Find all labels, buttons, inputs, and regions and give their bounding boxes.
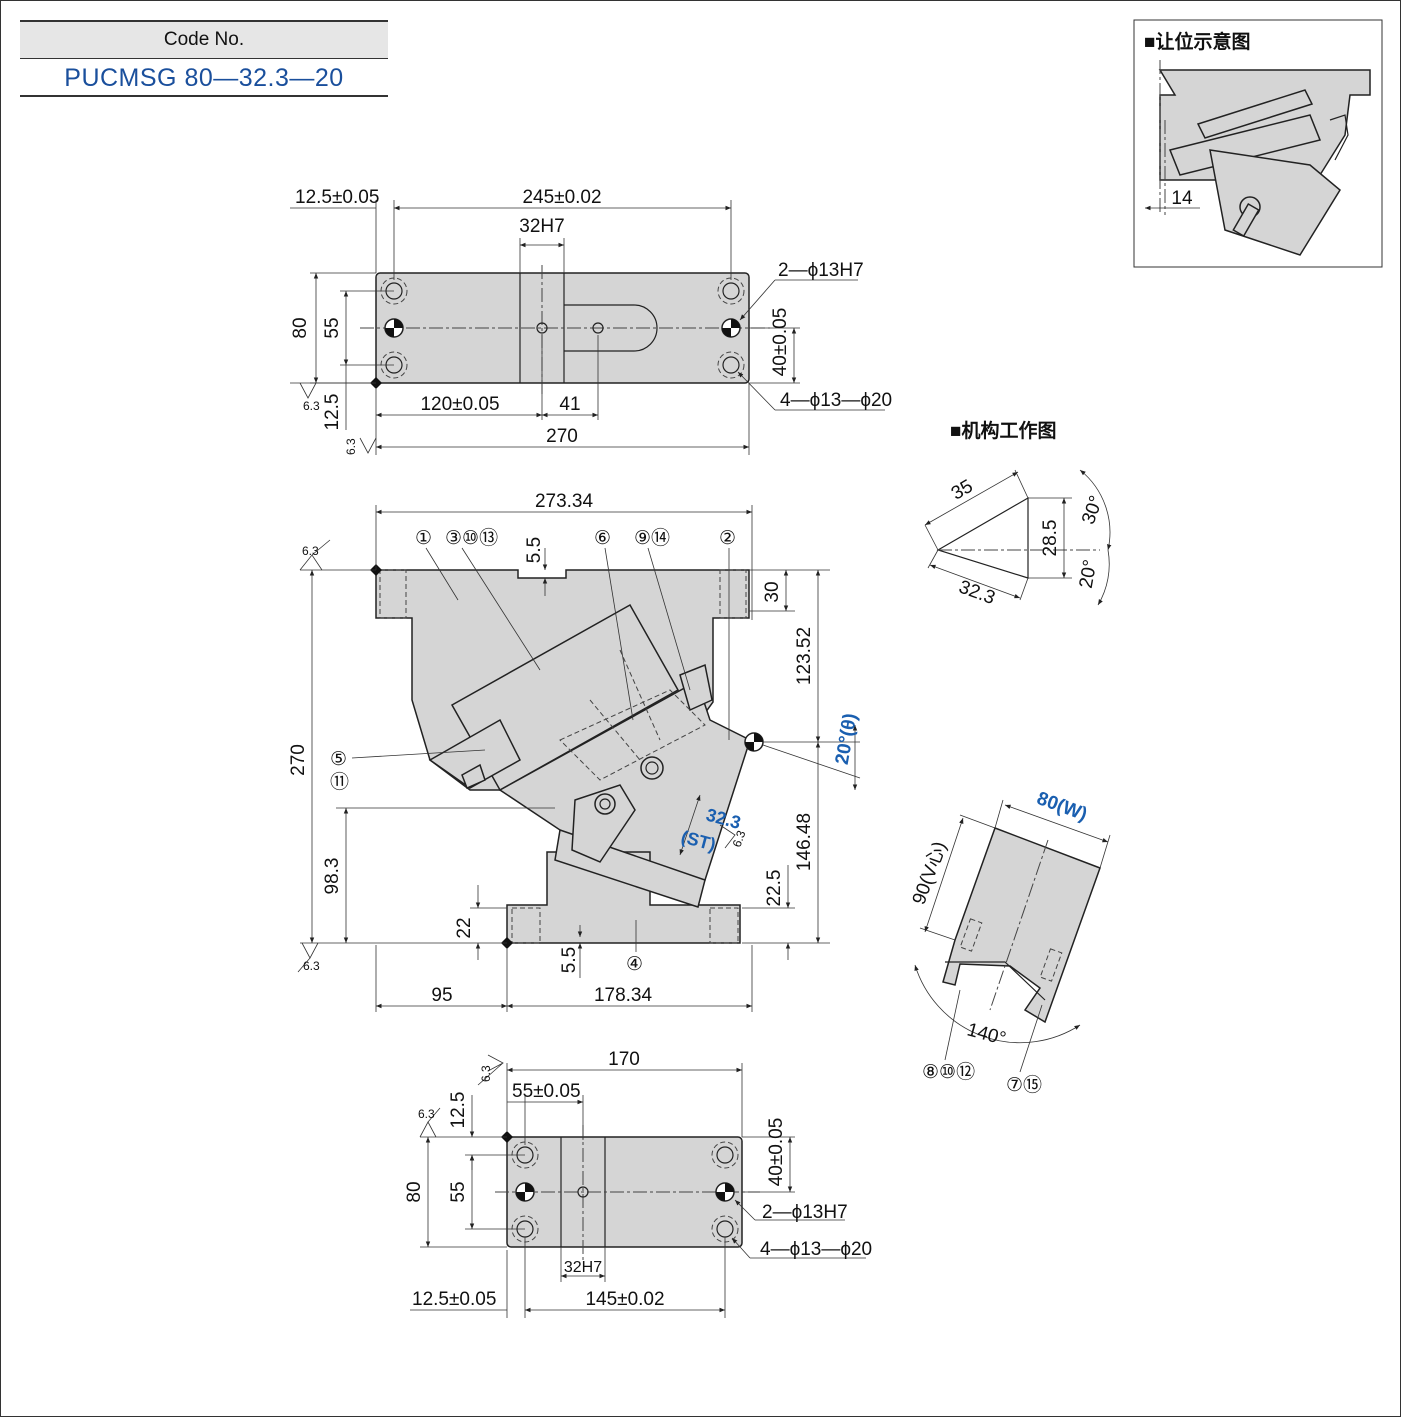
bottom-view: 170 55±0.05 12.5 80 55 40±0.05 2—ϕ13H7 4… xyxy=(404,1049,872,1318)
mech-angle-20: 20° xyxy=(1076,558,1102,590)
top-dim-120: 120±0.05 xyxy=(420,394,499,415)
front-dim-178-34: 178.34 xyxy=(594,985,653,1006)
clearance-stopper xyxy=(1329,114,1349,161)
clearance-dim-14: 14 xyxy=(1171,188,1193,209)
top-dim-80: 80 xyxy=(290,317,311,338)
clearance-cam xyxy=(1168,114,1322,176)
part-6: ⑥ xyxy=(594,528,611,549)
top-keyhole-slot xyxy=(564,304,658,352)
top-keyhole-hole xyxy=(592,322,604,334)
part-11: ⑪ xyxy=(330,771,349,793)
front-dim-98-3: 98.3 xyxy=(322,858,343,895)
front-dim-22-5: 22.5 xyxy=(764,870,785,907)
bottom-dowel-holes xyxy=(515,1182,735,1202)
front-dim-273-34: 273.34 xyxy=(535,491,594,512)
top-center-hole xyxy=(536,322,548,334)
side-angle-140: 140° xyxy=(965,1019,1008,1049)
bottom-roughness-b: 6.3 xyxy=(418,1107,435,1121)
mech-dim-28-5: 28.5 xyxy=(1040,520,1061,557)
front-bolt xyxy=(640,756,664,780)
side-parts-left: ⑧⑩⑫ xyxy=(922,1061,975,1083)
bottom-note-4-holes: 4—ϕ13—ϕ20 xyxy=(760,1239,872,1260)
top-dim-40: 40±0.05 xyxy=(770,308,791,377)
front-dim-22: 22 xyxy=(454,917,475,938)
bottom-dim-80: 80 xyxy=(404,1181,425,1202)
bottom-dim-145: 145±0.02 xyxy=(585,1289,664,1310)
clearance-pin-arm xyxy=(1232,202,1260,238)
top-dim-12-5-tol: 12.5±0.05 xyxy=(295,187,379,208)
top-roughness-a: 6.3 xyxy=(303,399,320,413)
bottom-dim-12-5: 12.5 xyxy=(448,1092,469,1129)
bottom-roughness-a: 6.3 xyxy=(479,1065,493,1082)
bottom-dim-55: 55 xyxy=(448,1181,469,1202)
front-dim-5-5-bottom: 5.5 xyxy=(559,947,580,973)
front-cam-bolt xyxy=(461,763,486,790)
side-view: 80(W) 90(V心) 140° ⑧⑩⑫ ⑦⑮ xyxy=(909,788,1111,1096)
front-link xyxy=(571,784,636,863)
mech-dim-32-3: 32.3 xyxy=(956,577,998,609)
top-dim-12-5: 12.5 xyxy=(322,394,343,431)
bottom-dim-40: 40±0.05 xyxy=(766,1118,787,1187)
part-1: ① xyxy=(415,528,432,549)
part-3-10-13: ③⑩⑬ xyxy=(445,527,498,549)
mechanism-title: ■机构工作图 xyxy=(950,419,1056,442)
top-dim-245: 245±0.02 xyxy=(522,187,601,208)
bottom-dim-12-5-tol: 12.5±0.05 xyxy=(412,1289,496,1310)
part-9-14: ⑨⑭ xyxy=(634,527,670,549)
front-dim-123-52: 123.52 xyxy=(794,627,815,685)
top-note-4-holes: 4—ϕ13—ϕ20 xyxy=(780,390,892,411)
part-5: ⑤ xyxy=(330,749,347,770)
front-angle-theta: 20°(θ) xyxy=(832,712,862,767)
bottom-note-2-holes: 2—ϕ13H7 xyxy=(762,1202,848,1223)
top-view: 12.5±0.05 245±0.02 32H7 80 55 12.5 120±0… xyxy=(290,187,892,455)
side-dim-80w: 80(W) xyxy=(1034,788,1090,825)
bottom-dim-170: 170 xyxy=(608,1049,640,1070)
top-dim-55: 55 xyxy=(322,317,343,338)
part-2: ② xyxy=(719,528,736,549)
front-dim-270: 270 xyxy=(288,744,309,776)
bottom-dim-32h7: 32H7 xyxy=(564,1259,602,1276)
bottom-dim-55-tol: 55±0.05 xyxy=(512,1081,581,1102)
top-note-2-holes: 2—ϕ13H7 xyxy=(778,260,864,281)
front-dim-146-48: 146.48 xyxy=(794,813,815,871)
side-body xyxy=(942,827,1101,1024)
top-roughness-b: 6.3 xyxy=(344,438,358,455)
clearance-view: ■让位示意图 14 xyxy=(1133,19,1383,268)
clearance-title: ■让位示意图 xyxy=(1144,30,1250,53)
front-cam-end xyxy=(428,718,521,789)
code-header: Code No. xyxy=(20,20,388,59)
front-roughness-top: 6.3 xyxy=(302,544,319,558)
top-dim-270: 270 xyxy=(546,426,578,447)
bottom-counterbore-holes xyxy=(511,1141,739,1243)
part-4: ④ xyxy=(626,954,643,975)
front-part-callouts: ① ③⑩⑬ ⑥ ⑨⑭ ② ⑤ ⑪ ④ xyxy=(330,527,736,975)
code-value: PUCMSG 80—32.3—20 xyxy=(20,59,388,97)
front-link-pin xyxy=(594,793,616,815)
front-view: 273.34 5.5 30 123.52 20°(θ) 146.48 22.5 … xyxy=(288,491,861,1012)
mech-dim-35: 35 xyxy=(948,476,977,505)
top-dim-32h7: 32H7 xyxy=(519,216,564,237)
front-stopper xyxy=(679,663,713,712)
front-dim-95: 95 xyxy=(431,985,452,1006)
front-dim-5-5-top: 5.5 xyxy=(524,537,545,563)
front-roughness-bottom: 6.3 xyxy=(303,959,320,973)
clearance-rail xyxy=(1196,89,1314,139)
top-dim-41: 41 xyxy=(559,394,580,415)
code-number-box: Code No. PUCMSG 80—32.3—20 xyxy=(20,20,388,97)
front-roughness-slope: 6.3 xyxy=(730,828,749,849)
side-parts-right: ⑦⑮ xyxy=(1006,1074,1042,1096)
mech-angle-30: 30° xyxy=(1078,493,1108,527)
mechanism-view: ■机构工作图 35 32.3 28.5 30° 20° xyxy=(924,419,1112,609)
top-dowel-holes xyxy=(384,318,741,338)
front-dim-30: 30 xyxy=(762,581,783,602)
